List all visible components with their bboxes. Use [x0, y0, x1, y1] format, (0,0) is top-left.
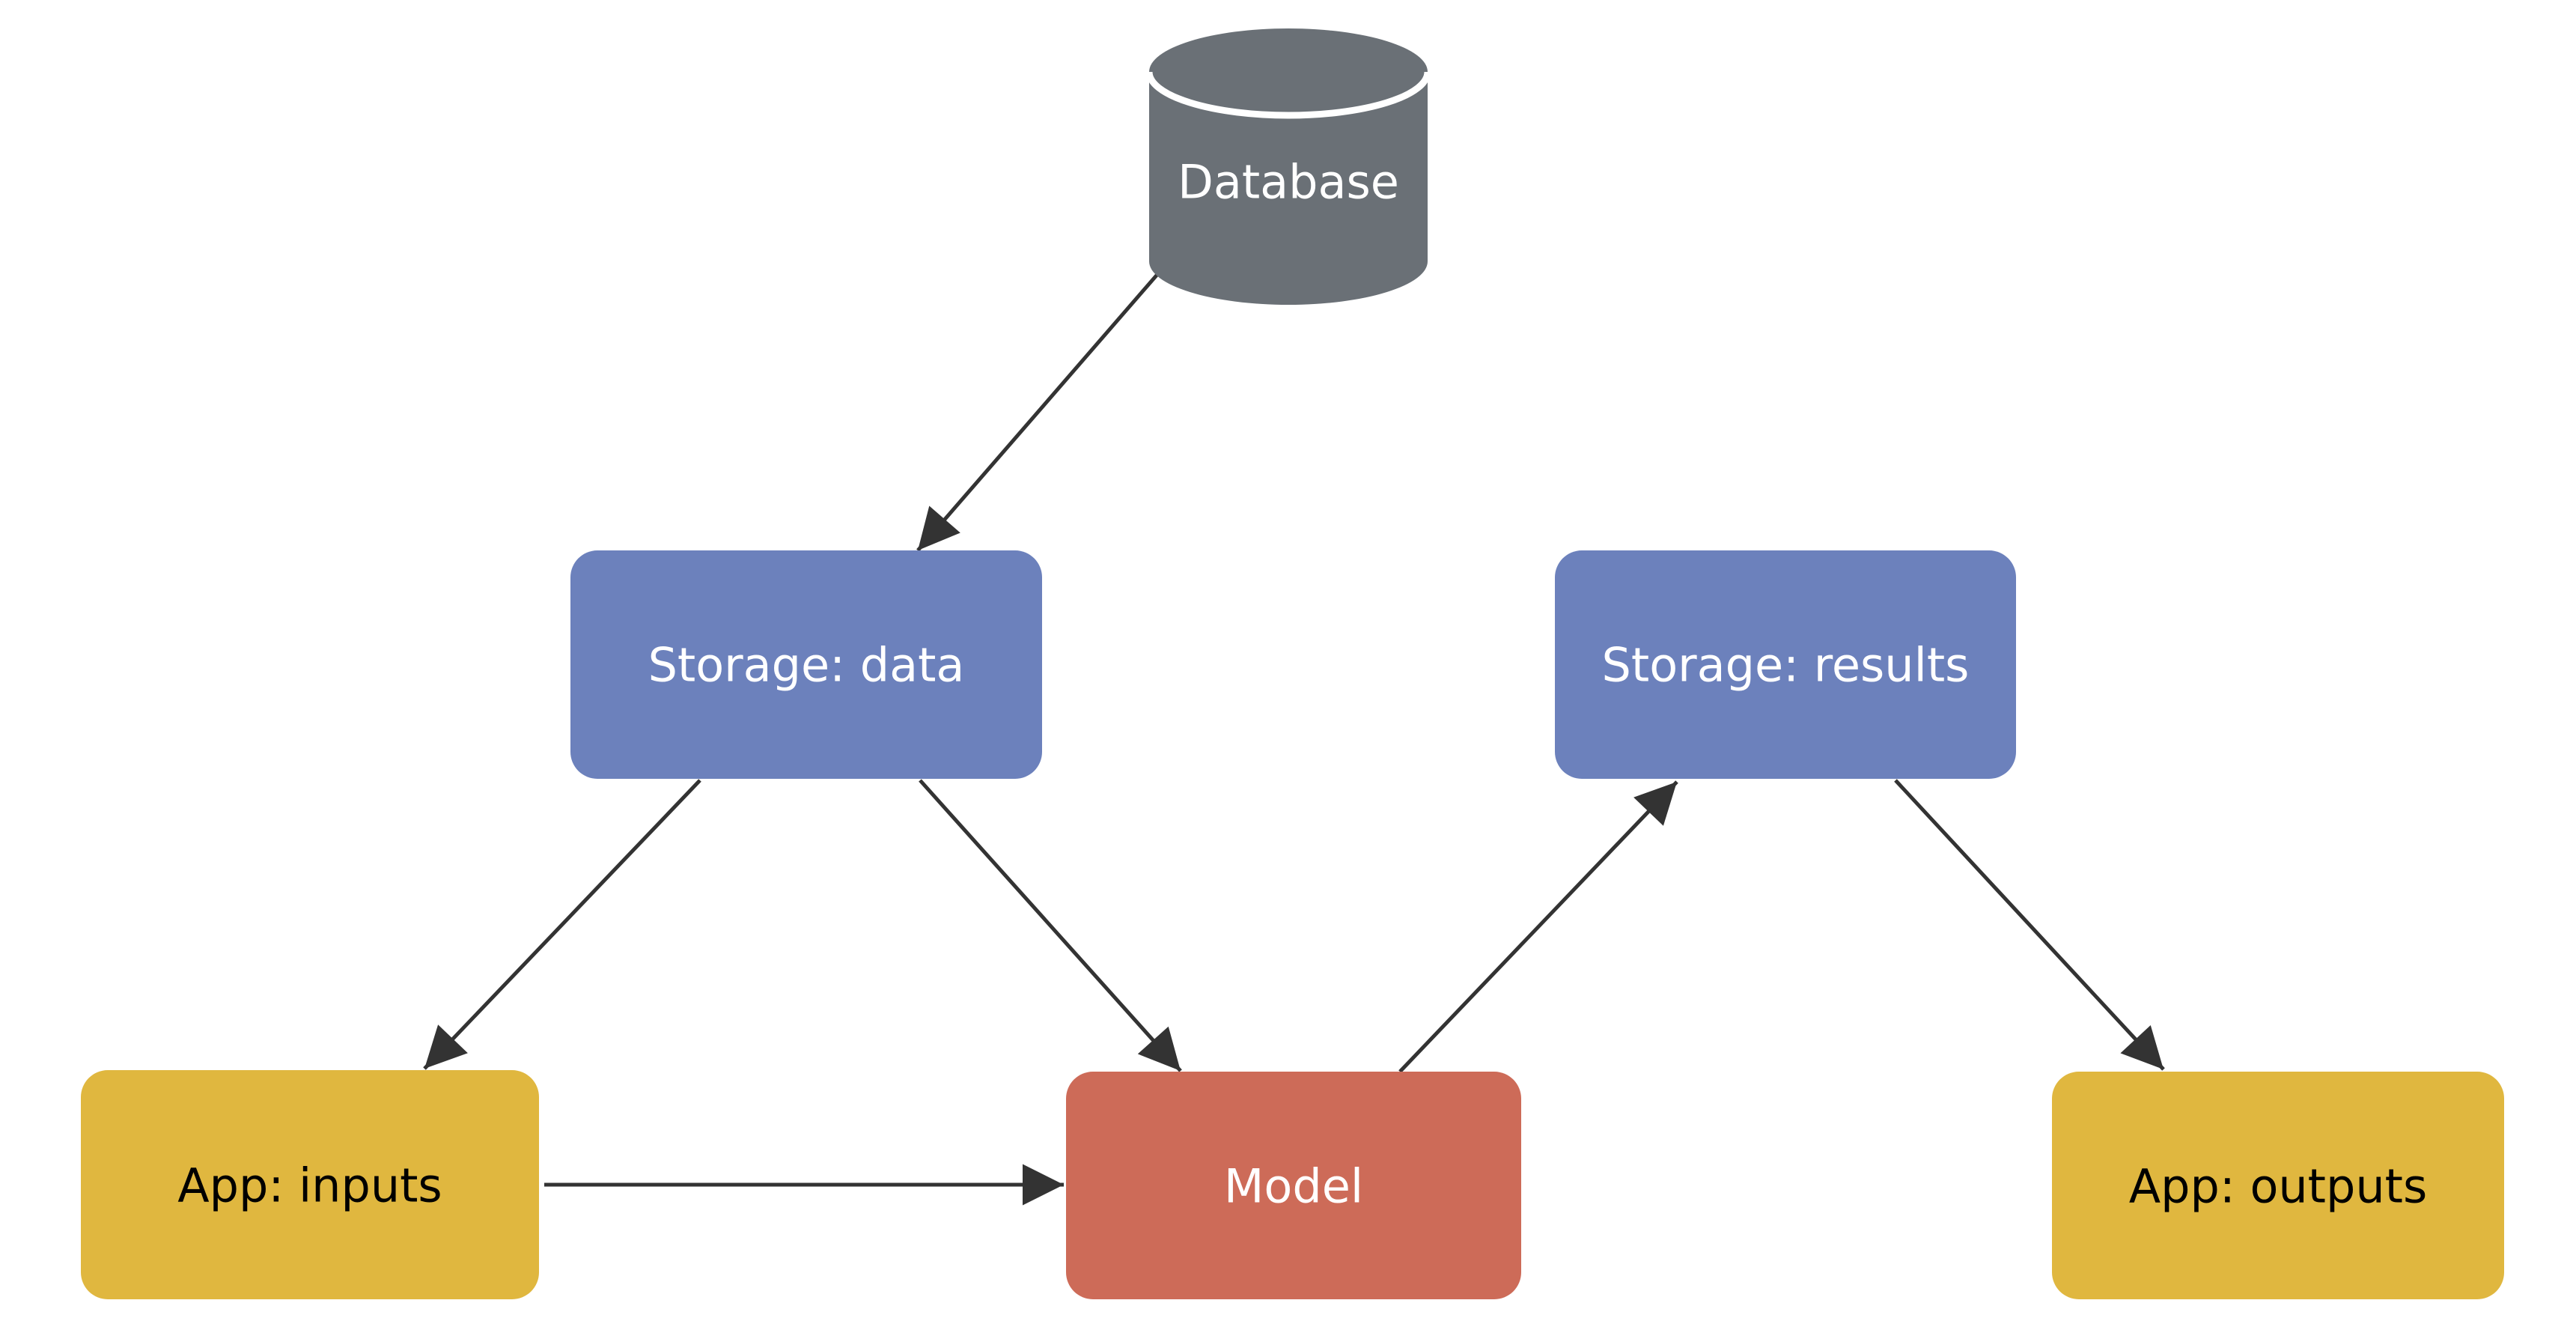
node-model-label: Model — [1224, 1159, 1363, 1214]
edge-storage-data-to-model — [919, 779, 1182, 1072]
node-model: Model — [1066, 1072, 1521, 1299]
edge-storage-results-to-app-outputs — [1894, 779, 2165, 1071]
node-app-outputs-box — [2052, 1072, 2504, 1299]
node-database: Database — [1145, 28, 1431, 305]
node-storage-results-box — [1555, 550, 2016, 779]
node-app-inputs-box — [81, 1070, 539, 1299]
node-app-inputs: App: inputs — [81, 1070, 539, 1299]
edge-database-to-storage-data — [916, 248, 1181, 552]
node-storage-results: Storage: results — [1555, 550, 2016, 779]
node-app-outputs-label: App: outputs — [2129, 1159, 2428, 1214]
node-storage-results-label: Storage: results — [1602, 638, 1970, 693]
node-app-outputs: App: outputs — [2052, 1072, 2504, 1299]
node-storage-data-box — [570, 550, 1042, 779]
database-cylinder-body — [1149, 72, 1428, 305]
edge-model-to-storage-results — [1398, 780, 1678, 1073]
node-app-inputs-label: App: inputs — [177, 1158, 442, 1213]
node-database-label: Database — [1178, 155, 1399, 210]
edge-layer — [423, 248, 2165, 1206]
database-cylinder-rim — [1145, 71, 1431, 119]
database-cylinder-top — [1149, 28, 1428, 115]
edge-storage-data-to-app-inputs — [423, 779, 701, 1070]
node-storage-data: Storage: data — [570, 550, 1042, 779]
node-model-box — [1066, 1072, 1521, 1299]
node-storage-data-label: Storage: data — [648, 638, 965, 693]
